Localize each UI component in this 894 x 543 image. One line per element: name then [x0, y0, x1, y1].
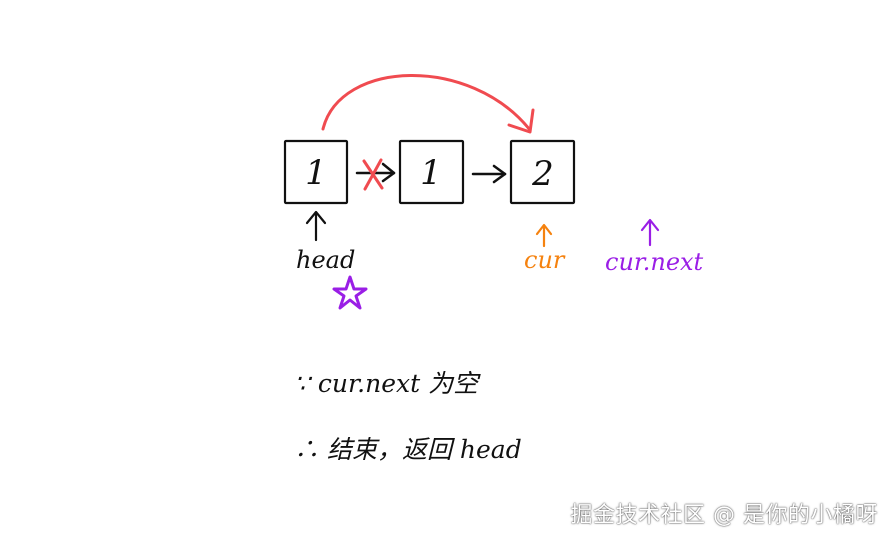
cur-label: cur [524, 246, 566, 274]
cur-next-label: cur.next [605, 248, 704, 276]
star-icon [332, 275, 368, 310]
cur-next-pointer [640, 218, 660, 247]
head-pointer [305, 210, 327, 242]
list-node-2: 1 [398, 139, 465, 205]
note-therefore: ∴ 结束，返回 head [294, 435, 522, 464]
node-2-value: 1 [420, 153, 442, 193]
cur-pointer [535, 223, 553, 248]
list-node-1: 1 [283, 139, 349, 205]
node-1-value: 1 [305, 153, 327, 193]
list-node-3: 2 [509, 139, 576, 205]
note-because: ∵ cur.next 为空 [294, 369, 481, 398]
crossed-out-arrow [355, 158, 396, 191]
node-3-value: 2 [531, 154, 554, 194]
next-arrow [471, 164, 507, 184]
skip-curve-arrow [321, 74, 535, 134]
watermark: 掘金技术社区 @ 是你的小橘呀 [570, 503, 878, 528]
red-cross-icon [362, 158, 384, 191]
head-label: head [296, 246, 355, 274]
